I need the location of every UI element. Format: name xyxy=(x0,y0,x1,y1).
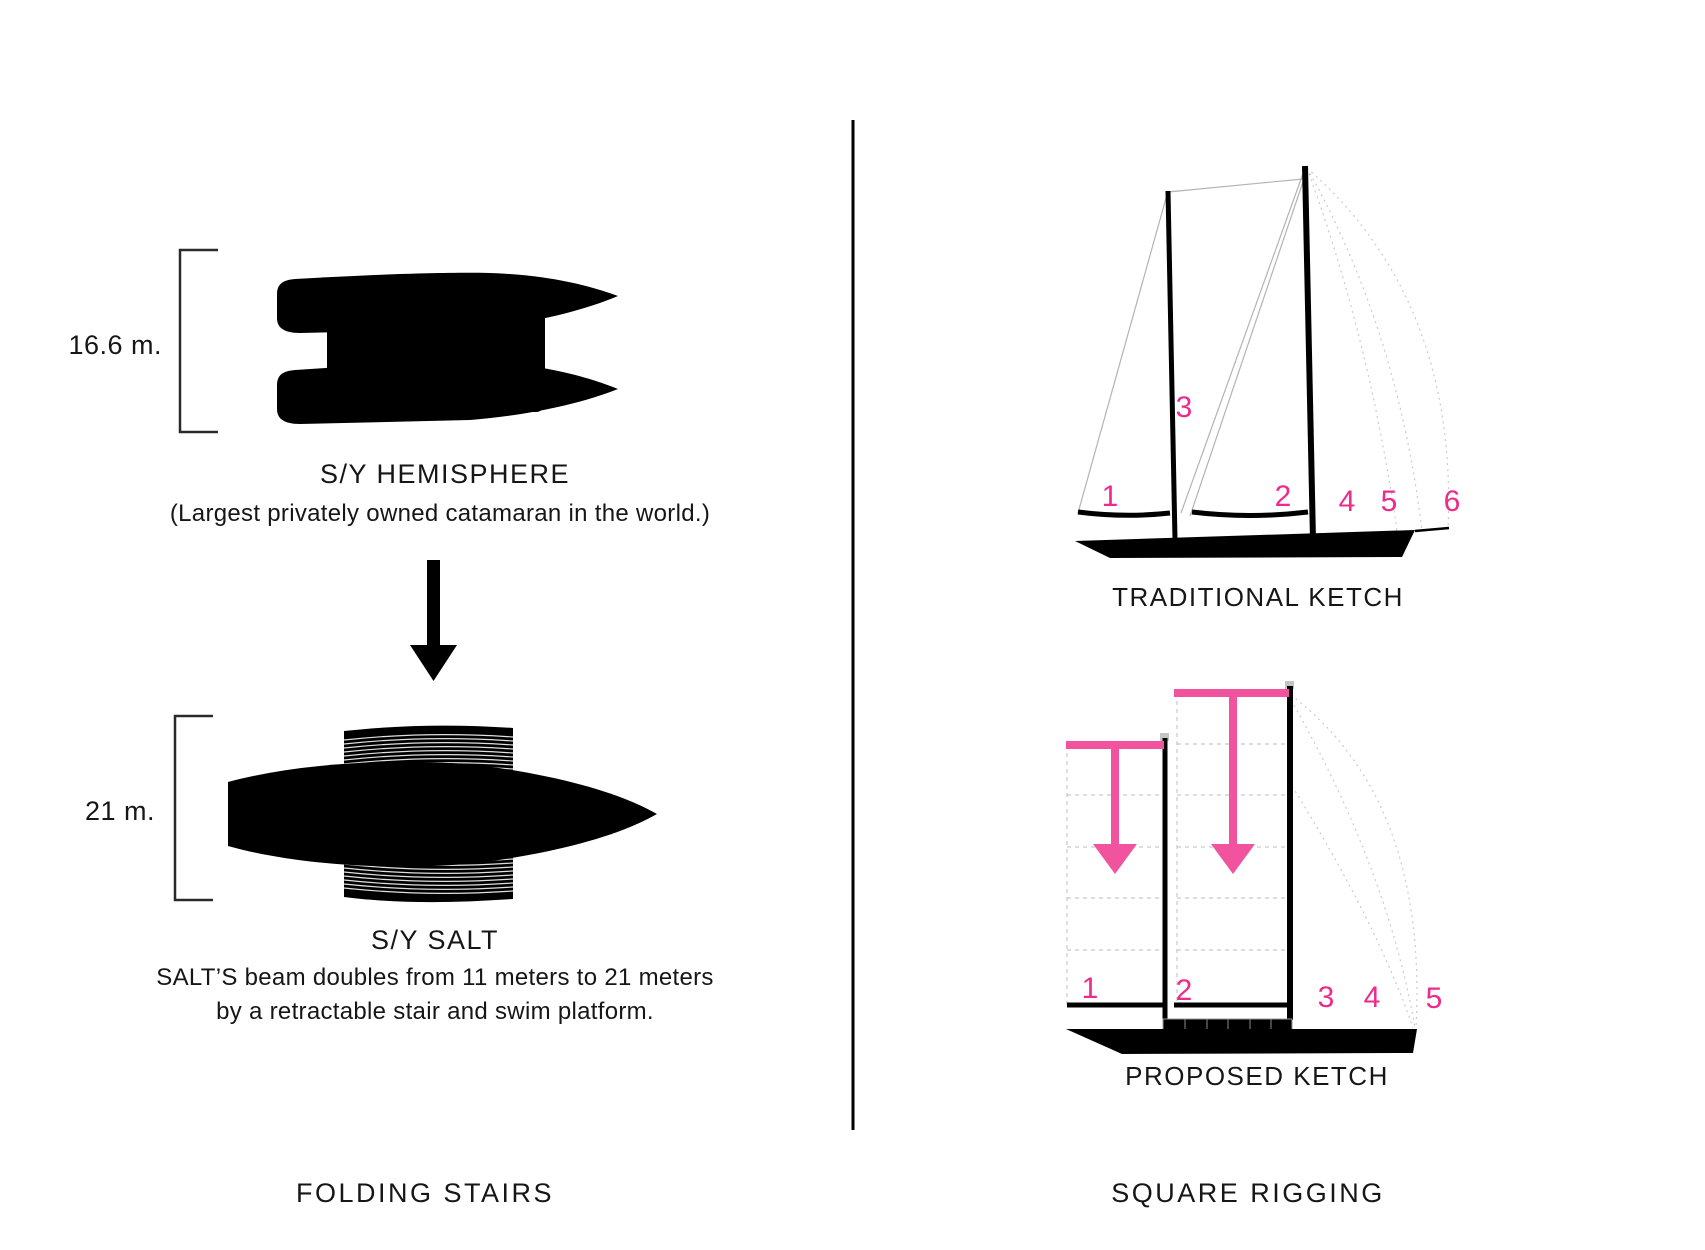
hemisphere-center-deck xyxy=(327,286,545,412)
prop-sail-number-5: 5 xyxy=(1425,982,1443,1015)
right-panel-title: SQUARE RIGGING xyxy=(1111,1178,1385,1208)
trad-sail-number-5: 5 xyxy=(1380,485,1398,518)
trad-sail-number-1: 1 xyxy=(1101,480,1119,513)
trad-headsail5-line xyxy=(1306,167,1423,532)
trad-headsail6-line xyxy=(1306,167,1450,530)
prop-right-mast-cap xyxy=(1285,681,1294,689)
salt-caption-line1: SALT’S beam doubles from 11 meters to 21… xyxy=(156,964,714,991)
traditional-ketch-label: TRADITIONAL KETCH xyxy=(1112,582,1404,612)
left-panel-title: FOLDING STAIRS xyxy=(295,1178,555,1208)
trad-main-boom xyxy=(1191,509,1309,518)
salt-silhouette xyxy=(228,725,657,903)
main-yard-lowering-arrow-icon xyxy=(1174,689,1289,874)
prop-headsail3-line xyxy=(1291,785,1414,1029)
trad-headsail4-line xyxy=(1306,167,1398,532)
salt-main-hull xyxy=(228,761,657,867)
trad-sail-number-6: 6 xyxy=(1443,485,1461,518)
trad-sail-number-3: 3 xyxy=(1175,391,1193,424)
trad-stay-line xyxy=(1167,178,1304,193)
prop-left-mast-cap xyxy=(1160,733,1169,741)
trad-bowsprit xyxy=(1414,526,1450,533)
hemisphere-beam-bracket xyxy=(178,248,218,434)
prop-headsail5-line xyxy=(1290,694,1418,1029)
prop-sail-number-2: 2 xyxy=(1175,974,1193,1007)
proposed-ketch-label: PROPOSED KETCH xyxy=(1125,1061,1389,1091)
salt-beam-measurement: 21 m. xyxy=(84,796,155,826)
hemisphere-caption: (Largest privately owned catamaran in th… xyxy=(169,500,711,527)
traditional-ketch-diagram xyxy=(1075,165,1450,558)
trad-sail3-leech xyxy=(1180,167,1306,514)
trad-mizzen-boom xyxy=(1077,509,1171,518)
hemisphere-name: S/Y HEMISPHERE xyxy=(319,459,571,489)
mizzen-yard-lowering-arrow-icon xyxy=(1066,741,1164,874)
trad-mizzen-mast xyxy=(1165,190,1178,541)
prop-sail-number-3: 3 xyxy=(1317,981,1335,1014)
hemisphere-catamaran-silhouette xyxy=(277,272,618,424)
prop-sail-number-4: 4 xyxy=(1363,981,1381,1014)
proposed-ketch-diagram xyxy=(1066,681,1418,1054)
hemisphere-beam-measurement: 16.6 m. xyxy=(68,330,162,360)
salt-beam-bracket xyxy=(173,714,213,902)
trad-hull xyxy=(1075,530,1415,558)
trad-sail1-luff xyxy=(1077,190,1169,514)
salt-caption-line2: by a retractable stair and swim platform… xyxy=(216,998,654,1025)
salt-name: S/Y SALT xyxy=(370,925,500,955)
prop-hull xyxy=(1066,1029,1417,1054)
prop-sail-number-1: 1 xyxy=(1081,972,1099,1005)
trad-sail-number-4: 4 xyxy=(1338,485,1356,518)
transform-arrow-icon xyxy=(410,560,457,681)
trad-sail2-luff xyxy=(1189,169,1308,517)
trad-main-mast xyxy=(1302,165,1316,541)
trad-sail-number-2: 2 xyxy=(1274,480,1292,513)
prop-headsail4-line xyxy=(1290,699,1416,1029)
